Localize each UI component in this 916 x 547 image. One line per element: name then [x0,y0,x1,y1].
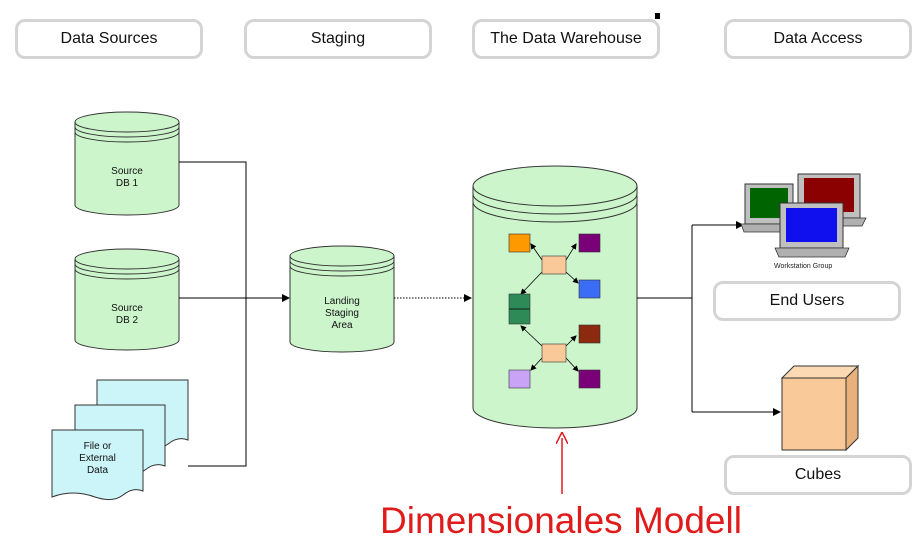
staging-cylinder [289,245,395,353]
source-db2-line1: Source [111,303,143,314]
cube-icon [780,364,860,452]
end-users-label: End Users [769,292,845,309]
header-data-sources: Data Sources [15,19,203,59]
star-schema-1 [508,233,601,325]
source-db2-line2: DB 2 [115,315,139,326]
header-data-access-label: Data Access [773,30,863,47]
source-db1-line2: DB 1 [115,178,139,189]
header-data-warehouse-label: The Data Warehouse [490,30,642,47]
source-db2-cylinder [74,248,180,351]
fact-table-1 [541,255,567,275]
workstation-group-icon [740,173,867,258]
dimension-table-orange [508,233,531,253]
external-data-documents [51,379,189,501]
end-users-box: End Users [713,281,901,321]
access-connectors [637,221,781,416]
external-data-line2: External [79,453,116,464]
header-staging-label: Staging [310,30,366,47]
cubes-label: Cubes [794,466,842,483]
external-data-line1: File or [83,441,112,452]
dimension-table-blue [578,279,601,299]
star-schema-2 [508,324,601,389]
workstation-group-label: Workstation Group [774,263,833,270]
header-data-access: Data Access [724,19,912,59]
dimensional-model-annotation: Dimensionales Modell [380,500,742,541]
warehouse-cylinder [472,165,638,429]
source-db1-line1: Source [111,166,143,177]
header-data-warehouse: The Data Warehouse [472,19,660,59]
staging-area-line2: Staging [325,308,359,319]
external-data-line3: Data [86,465,109,476]
header-staging: Staging [244,19,432,59]
external-data-label: File or External Data [52,441,143,477]
staging-area-line1: Landing [324,296,360,307]
header-data-sources-label: Data Sources [60,30,158,47]
dimension-table-purple [578,233,601,253]
source-connectors [179,161,290,467]
dimension-table-purple-2 [578,369,601,389]
dimension-table-lavender [508,369,531,389]
fact-table-2 [541,343,567,363]
staging-area-line3: Area [331,320,353,331]
staging-area-label: Landing Staging Area [290,296,394,332]
source-db2-label: Source DB 2 [75,303,179,327]
cubes-box: Cubes [724,455,912,495]
dimension-table-brown [578,324,601,344]
top-mark [655,13,660,19]
source-db1-cylinder [74,111,180,216]
source-db1-label: Source DB 1 [75,166,179,190]
